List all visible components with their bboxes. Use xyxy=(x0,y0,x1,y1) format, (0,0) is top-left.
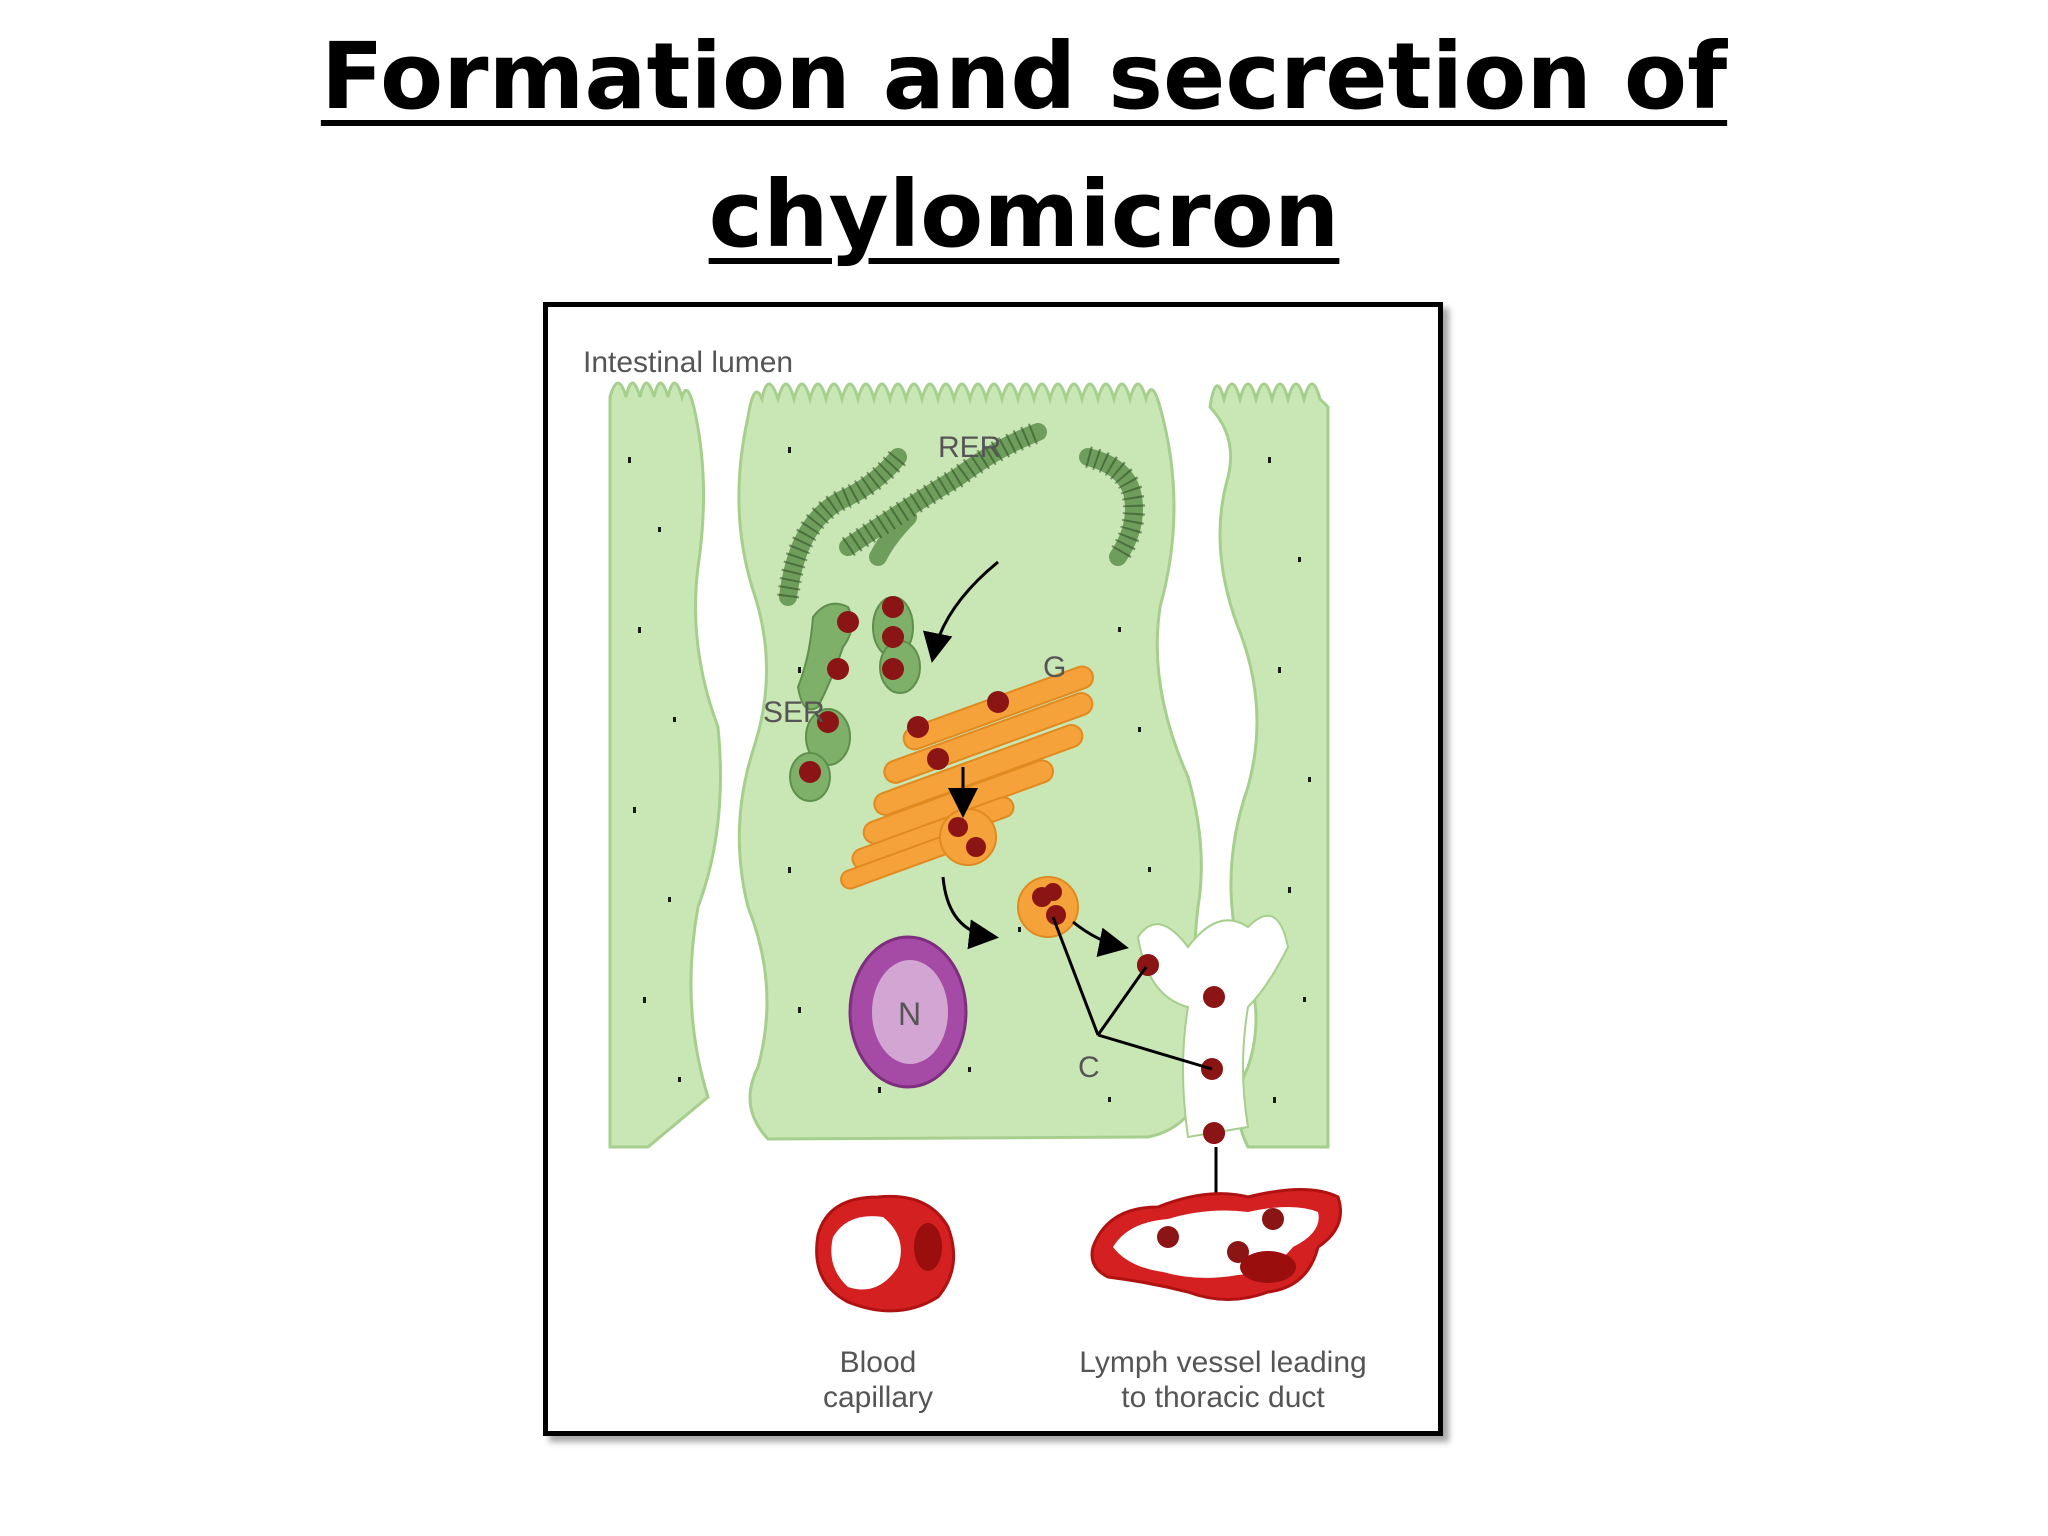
secretory-vesicle xyxy=(939,808,997,866)
label-blood-capillary-1: Blood xyxy=(840,1346,917,1379)
page-title: Formation and secretion of chylomicron xyxy=(0,8,2048,284)
title-line-2: chylomicron xyxy=(708,161,1340,268)
label-intestinal-lumen: Intestinal lumen xyxy=(583,346,793,379)
title-line-1: Formation and secretion of xyxy=(320,23,1728,130)
label-nucleus: N xyxy=(898,996,921,1032)
pathway-arrows xyxy=(923,560,1231,1233)
cytoplasm-speckles xyxy=(628,447,1311,1103)
label-golgi: G xyxy=(1043,651,1066,684)
diagram-frame: Intestinal lumen RER SER G N C Blood cap… xyxy=(543,302,1443,1436)
blood-capillary xyxy=(815,1194,956,1313)
lymph-vessel xyxy=(1090,1188,1342,1301)
label-rer: RER xyxy=(938,431,1001,464)
chylomicron-leader-lines xyxy=(1051,916,1213,1071)
label-ser: SER xyxy=(763,696,825,729)
label-lymph-vessel-1: Lymph vessel leading xyxy=(1079,1346,1366,1379)
chylomicron-diagram: Intestinal lumen RER SER G N C Blood cap… xyxy=(583,346,1367,1414)
label-chylomicron: C xyxy=(1078,1051,1100,1084)
exocytosis-pocket xyxy=(1136,914,1290,1139)
rough-er-ribosomes xyxy=(777,421,1145,599)
enterocyte-left xyxy=(608,381,722,1149)
label-lymph-vessel-2: to thoracic duct xyxy=(1121,1381,1325,1414)
label-blood-capillary-2: capillary xyxy=(823,1381,933,1414)
